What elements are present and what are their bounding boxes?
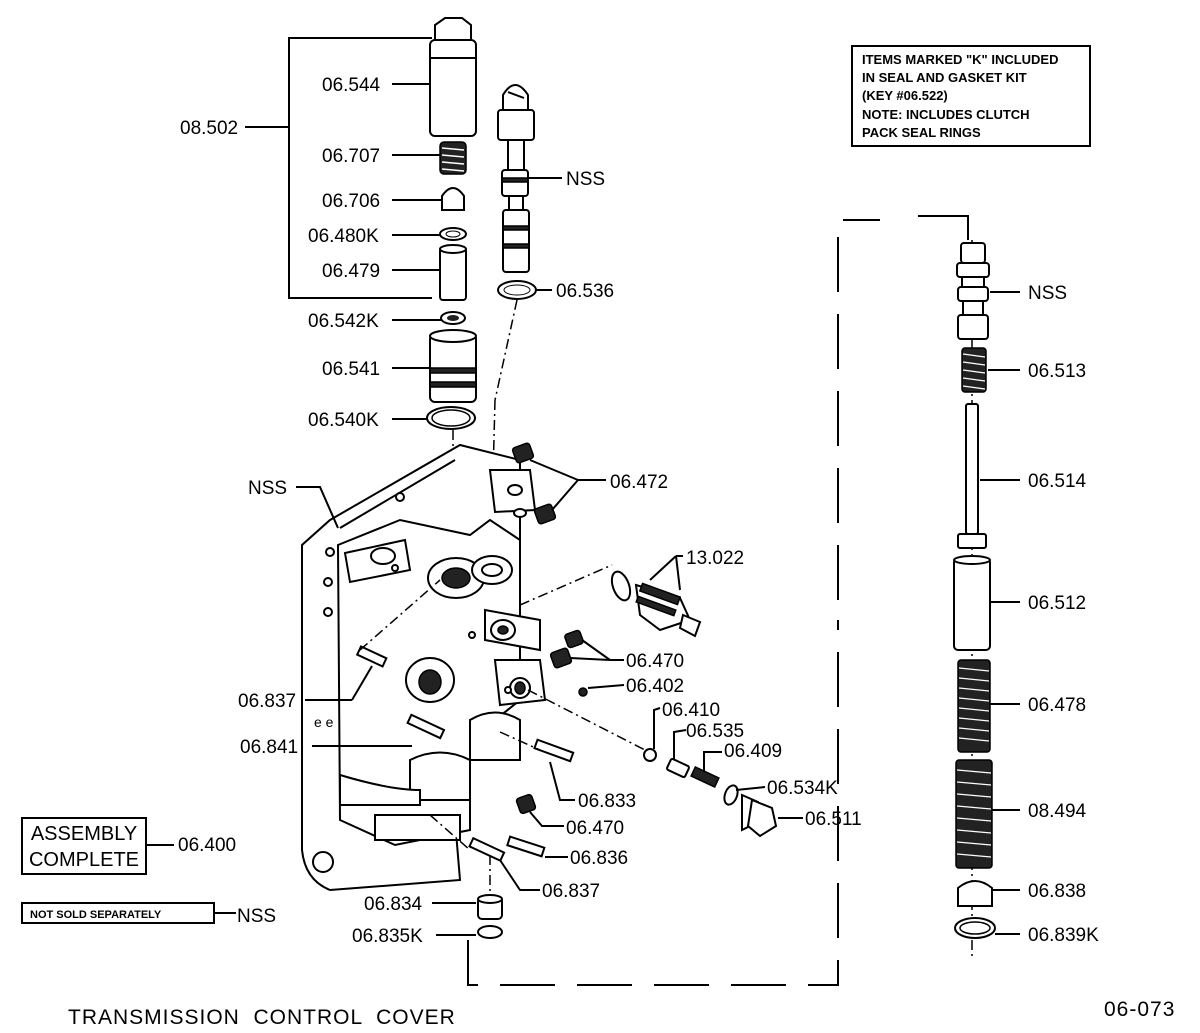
nss-legend-code: NSS [237,906,276,927]
note-line-5: PACK SEAL RINGS [862,125,981,140]
label-06835K: 06.835K [352,926,423,947]
label-06470-upper: 06.470 [626,651,684,672]
svg-text:e e: e e [314,714,334,730]
label-06513: 06.513 [1028,361,1086,382]
label-06837-upper: 06.837 [238,691,296,712]
note-line-2: IN SEAL AND GASKET KIT [862,70,1027,85]
label-06541: 06.541 [322,359,380,380]
label-nss-cover: NSS [248,478,287,499]
label-08494: 08.494 [1028,801,1087,822]
label-06536: 06.536 [556,281,614,302]
label-06409: 06.409 [724,741,782,762]
label-06472: 06.472 [610,472,668,493]
assembly-line-1: ASSEMBLY [31,823,137,845]
label-08502: 08.502 [180,118,238,139]
label-06540K: 06.540K [308,410,379,431]
label-nss-right: NSS [1028,283,1067,304]
label-06400: 06.400 [178,835,236,856]
label-06514: 06.514 [1028,471,1087,492]
label-06402: 06.402 [626,676,684,697]
leader-lines [296,83,562,529]
note-line-4: NOTE: INCLUDES CLUTCH [862,107,1030,122]
label-06836: 06.836 [570,848,628,869]
label-06839K: 06.839K [1028,925,1099,946]
assembly-line-2: COMPLETE [29,849,139,871]
label-06834: 06.834 [364,894,423,915]
label-06707: 06.707 [322,146,380,167]
part-labels: 08.502 06.544 06.707 06.706 06.480K 06.4… [180,75,1099,947]
label-06479: 06.479 [322,261,380,282]
label-06535: 06.535 [686,721,744,742]
pins [305,579,575,891]
label-06534K: 06.534K [767,778,838,799]
label-13022: 13.022 [686,548,744,569]
label-06410: 06.410 [662,700,720,721]
kit-note-box: ITEMS MARKED "K" INCLUDED IN SEAL AND GA… [851,45,1091,147]
figure-number: 06-073 [1104,998,1175,1021]
note-line-1: ITEMS MARKED "K" INCLUDED [862,52,1059,67]
figure-caption: TRANSMISSION CONTROL COVER [68,1006,456,1029]
label-06838: 06.838 [1028,881,1086,902]
right-valve-stack [953,240,1020,960]
label-06706: 06.706 [322,191,380,212]
label-06833: 06.833 [578,791,636,812]
note-line-3: (KEY #06.522) [862,88,948,103]
nss-legend-box: NOT SOLD SEPARATELY NSS [21,902,276,927]
label-06512: 06.512 [1028,593,1086,614]
label-06478: 06.478 [1028,695,1086,716]
bottom-parts [432,855,503,939]
nss-legend-text: NOT SOLD SEPARATELY [30,909,162,921]
dashed-frames [467,215,969,986]
label-nss-valve: NSS [566,169,605,190]
label-06542K: 06.542K [308,311,379,332]
label-06480K: 06.480K [308,226,379,247]
control-cover-body: e e [301,443,547,892]
left-valve-stack [245,17,477,600]
label-06511: 06.511 [805,809,862,830]
assembly-complete-box: ASSEMBLY COMPLETE 06.400 [21,817,236,875]
label-06544: 06.544 [322,75,381,96]
label-06470-lower: 06.470 [566,818,624,839]
shift-valve [489,84,537,591]
fittings [511,442,803,838]
label-06837-lower: 06.837 [542,881,600,902]
label-06841: 06.841 [240,737,298,758]
